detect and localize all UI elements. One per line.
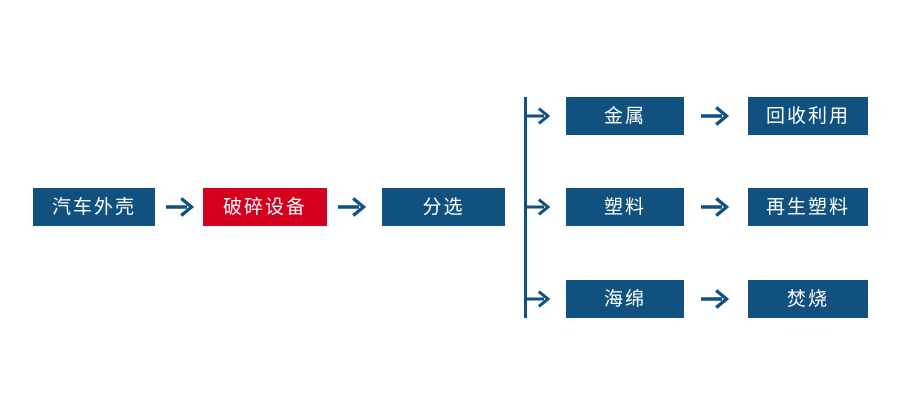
arrow-right-icon-5 [698,284,732,314]
branch-arrow-icon-3 [524,286,554,312]
arrow-right-icon-1 [163,192,197,222]
branch-arrow-icon-1 [524,103,554,129]
node-branch-material-3[interactable]: 海绵 [566,280,684,318]
node-branch-material-2[interactable]: 塑料 [566,188,684,226]
node-branch-destination-3[interactable]: 焚烧 [748,280,868,318]
branch-arrow-icon-2 [524,194,554,220]
node-vehicle-shell[interactable]: 汽车外壳 [33,188,155,226]
node-branch-destination-1[interactable]: 回收利用 [748,97,868,135]
arrow-right-icon-3 [698,101,732,131]
node-branch-material-1[interactable]: 金属 [566,97,684,135]
node-sorting[interactable]: 分选 [382,188,505,226]
node-branch-destination-2[interactable]: 再生塑料 [748,188,868,226]
arrow-right-icon-4 [698,192,732,222]
arrow-right-icon-2 [335,192,369,222]
node-shredding-equipment[interactable]: 破碎设备 [203,188,327,226]
